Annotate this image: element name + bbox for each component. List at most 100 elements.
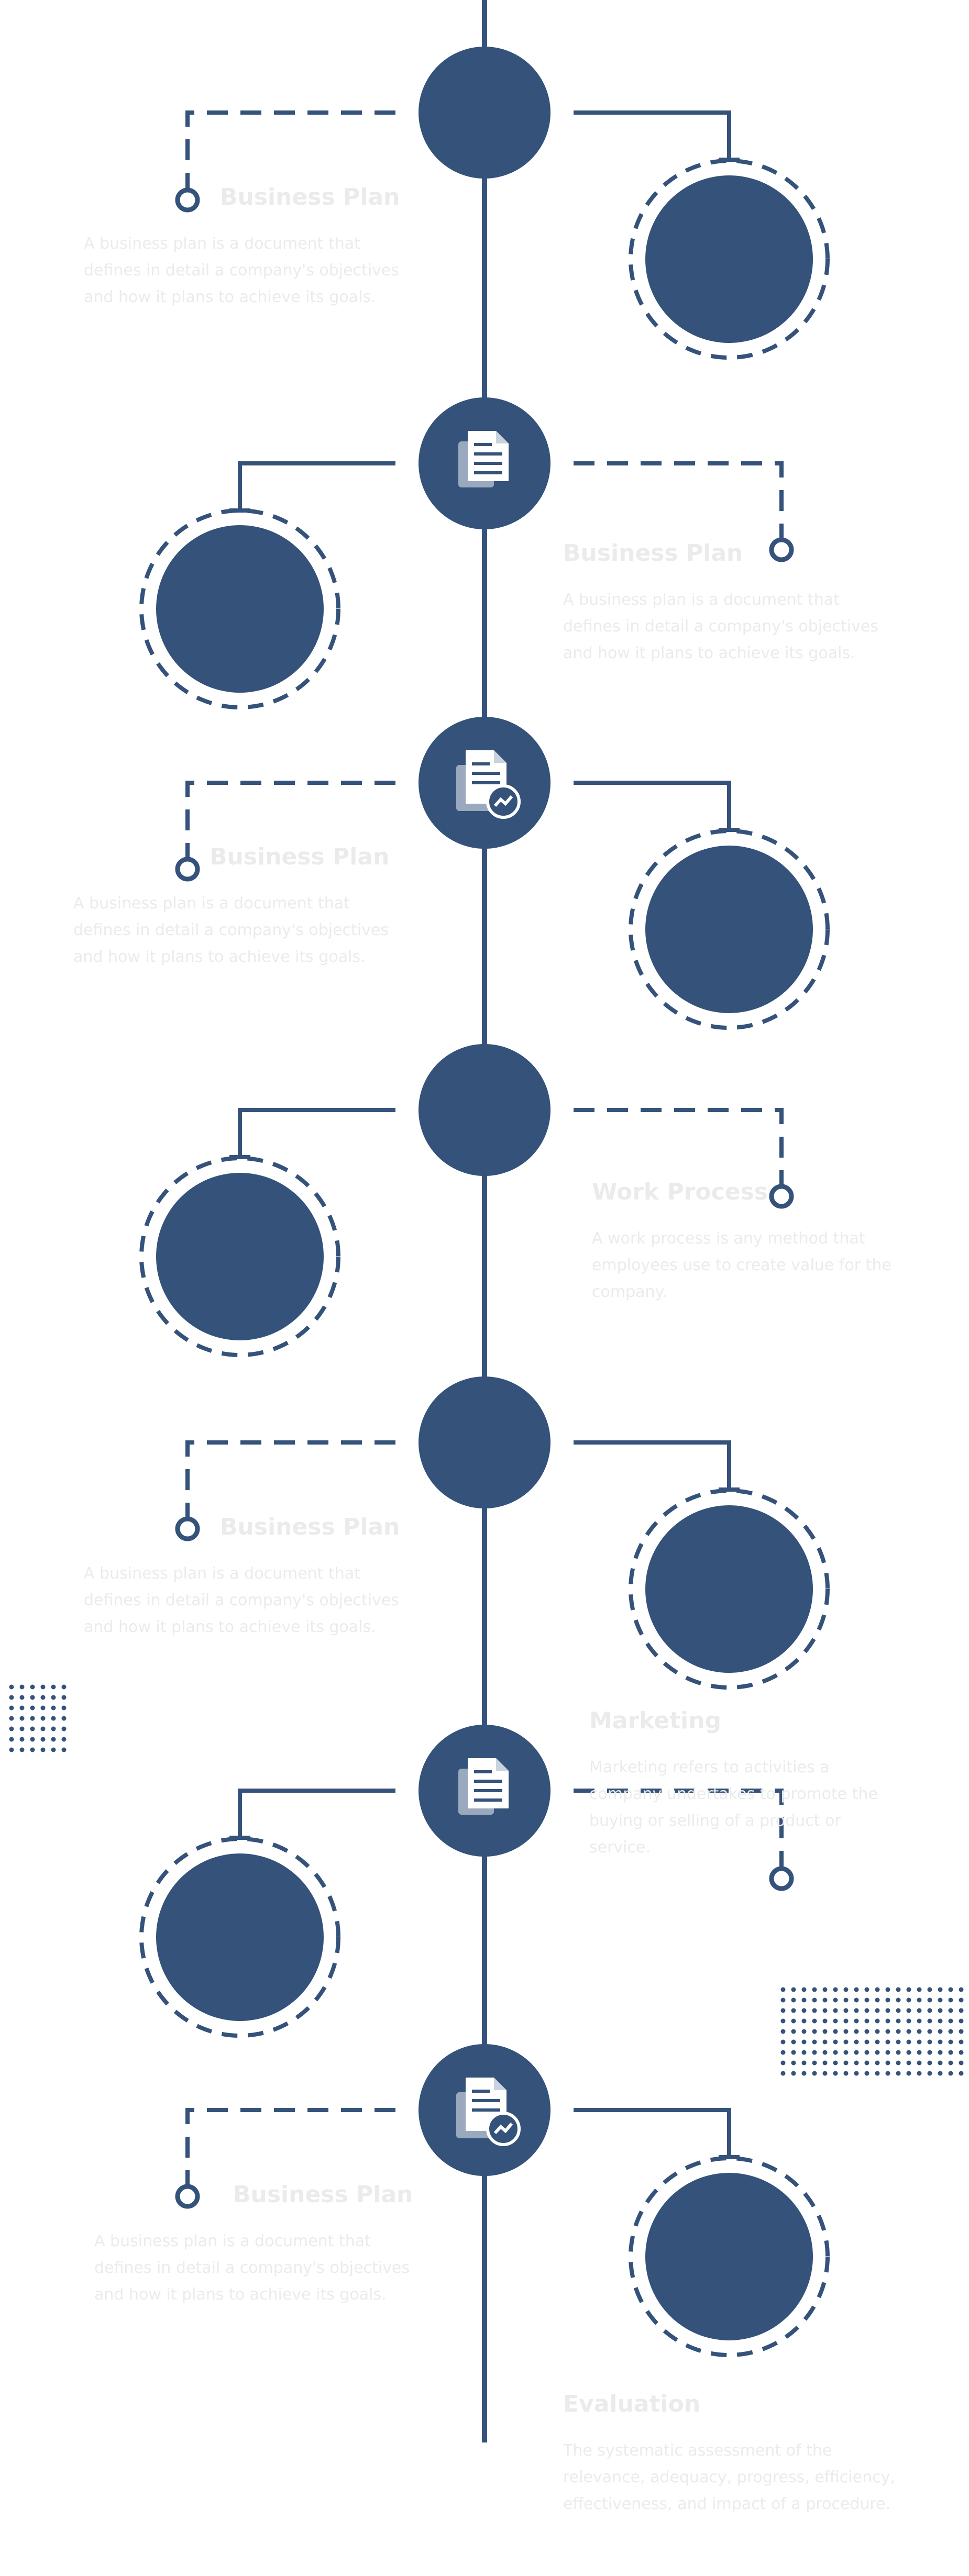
step-1-title: Business Plan	[220, 184, 400, 210]
decor-dot	[854, 2029, 859, 2034]
decor-dot	[9, 1716, 14, 1721]
dashed-ring	[629, 829, 830, 1030]
decor-dot	[30, 1747, 35, 1752]
decor-dot	[948, 2060, 953, 2066]
decor-dot	[896, 1997, 901, 2003]
decor-dot	[812, 2050, 817, 2055]
decor-dot	[938, 2039, 943, 2045]
decor-dot	[938, 2060, 943, 2066]
decor-dot	[938, 1987, 943, 1992]
decor-dot	[51, 1705, 56, 1711]
decor-dot	[780, 1997, 786, 2003]
decor-dot	[801, 1987, 807, 1992]
decor-dot	[812, 1997, 817, 2003]
decor-dot	[927, 1987, 932, 1992]
decor-dot	[948, 2029, 953, 2034]
dashed-ring	[629, 2156, 830, 2357]
decor-dot	[948, 2050, 953, 2055]
decor-dot	[780, 2039, 786, 2045]
decor-dot	[791, 2039, 796, 2045]
decor-dot	[833, 2071, 838, 2076]
decor-dot	[30, 1705, 35, 1711]
decor-dot	[948, 1997, 953, 2003]
decor-dot	[19, 1737, 25, 1742]
decor-dot	[906, 2018, 911, 2024]
dashed-ring	[629, 1489, 830, 1690]
decor-dot	[854, 2071, 859, 2076]
decor-dot	[822, 1997, 828, 2003]
decor-dot	[917, 2018, 922, 2024]
decor-dot	[854, 2050, 859, 2055]
decor-dot	[843, 2060, 849, 2066]
decor-dot	[801, 2050, 807, 2055]
decor-dot	[896, 2050, 901, 2055]
decor-dot	[812, 2039, 817, 2045]
decor-dot	[843, 1997, 849, 2003]
step-8-title: Evaluation	[563, 2391, 701, 2417]
decor-dot	[875, 1987, 880, 1992]
step-6-description: Marketing refers to activities a company…	[589, 1758, 878, 1857]
dashed-ring	[139, 1837, 340, 2038]
decor-dot	[938, 2029, 943, 2034]
image-placeholder-circle	[645, 2173, 813, 2340]
decor-dot	[843, 2018, 849, 2024]
step-7-description: A business plan is a document that defin…	[94, 2232, 410, 2304]
decor-dot	[864, 2039, 869, 2045]
decor-dot	[906, 2008, 911, 2013]
decor-dot	[885, 2039, 890, 2045]
endpoint-ring	[769, 537, 794, 562]
decor-dot	[917, 2050, 922, 2055]
step-8-description: The systematic assessment of the relevan…	[563, 2441, 895, 2513]
decor-dot	[791, 2050, 796, 2055]
step-5-title: Business Plan	[220, 1514, 400, 1540]
dashed-connector	[574, 1789, 784, 1869]
decor-dot	[854, 2008, 859, 2013]
decor-dot	[906, 1987, 911, 1992]
dashed-connector	[574, 1108, 784, 1189]
decor-dot	[854, 2039, 859, 2045]
document-icon	[458, 431, 509, 487]
decor-dot	[40, 1747, 46, 1752]
endpoint-ring	[175, 857, 200, 882]
step-7-title: Business Plan	[233, 2181, 413, 2208]
decor-dot	[917, 2008, 922, 2013]
timeline-node	[419, 1376, 550, 1508]
decor-dot	[917, 1987, 922, 1992]
step-5-description: A business plan is a document that defin…	[84, 1564, 399, 1636]
decor-dot	[9, 1747, 14, 1752]
step-6-title: Marketing	[589, 1707, 722, 1734]
decor-dot	[843, 2008, 849, 2013]
decor-dot	[833, 1987, 838, 1992]
decor-dot	[51, 1737, 56, 1742]
decor-dot	[812, 2029, 817, 2034]
decor-dot	[875, 2018, 880, 2024]
decor-dot	[854, 1997, 859, 2003]
report-chart-icon	[456, 750, 521, 819]
image-placeholder-circle	[156, 525, 324, 693]
decor-dot	[9, 1684, 14, 1690]
timeline-step-6	[139, 1725, 794, 2038]
decor-dot	[51, 1684, 56, 1690]
decor-dot	[864, 2018, 869, 2024]
decor-dot	[30, 1726, 35, 1731]
decor-dot	[927, 2071, 932, 2076]
decor-dot	[19, 1695, 25, 1700]
decor-dot	[885, 2071, 890, 2076]
decor-dot	[30, 1716, 35, 1721]
decor-dot	[19, 1684, 25, 1690]
image-placeholder-circle	[156, 1173, 324, 1340]
decor-dot	[40, 1737, 46, 1742]
decor-dot	[801, 2029, 807, 2034]
decor-dot	[875, 2039, 880, 2045]
decor-dot	[833, 2060, 838, 2066]
decor-dot	[822, 2039, 828, 2045]
decor-dot	[40, 1716, 46, 1721]
decor-dot	[885, 1987, 890, 1992]
decor-dot	[19, 1726, 25, 1731]
decor-dot	[938, 2018, 943, 2024]
decor-dot	[791, 1987, 796, 1992]
decor-dot	[780, 2050, 786, 2055]
decor-dot	[854, 1987, 859, 1992]
decor-dot	[843, 2071, 849, 2076]
